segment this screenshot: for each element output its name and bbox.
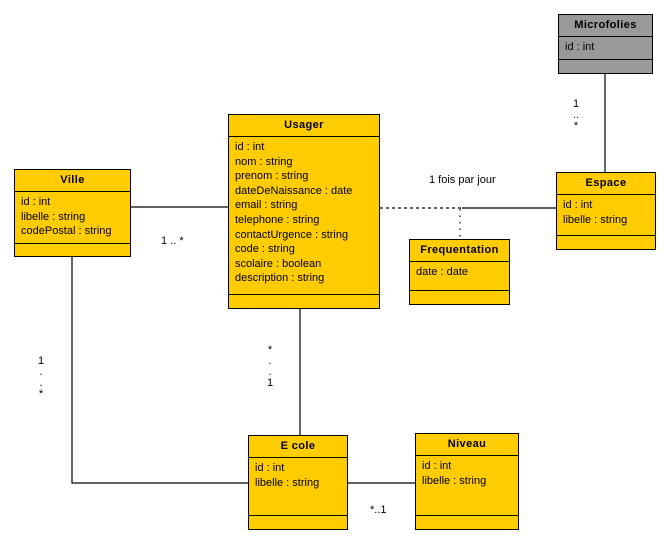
attribute-row: libelle : string <box>21 210 86 223</box>
attribute-row: libelle : string <box>255 476 320 489</box>
attribute-row: codePostal : string <box>21 225 112 238</box>
class-niveau-name: Niveau <box>416 434 518 456</box>
class-ecole[interactable]: E cole id : int libelle : string <box>248 435 348 530</box>
class-microfolies[interactable]: Microfolies id : int <box>558 14 653 74</box>
class-ecole-name: E cole <box>249 436 347 458</box>
class-niveau[interactable]: Niveau id : int libelle : string <box>415 433 519 530</box>
class-ecole-attributes: id : int libelle : string <box>249 458 347 516</box>
multiplicity-ecole-niveau: *..1 <box>370 504 387 516</box>
attribute-row: id : int <box>235 141 265 153</box>
class-frequentation[interactable]: Frequentation date : date <box>409 239 510 305</box>
attribute-row: id : int <box>563 199 593 211</box>
class-espace-operations <box>557 236 655 249</box>
class-usager[interactable]: Usager id : int nom : string prenom : st… <box>228 114 380 309</box>
attribute-row: date : date <box>416 266 468 278</box>
class-microfolies-name: Microfolies <box>559 15 652 37</box>
attribute-row: dateDeNaissance : date <box>235 184 353 197</box>
class-ville[interactable]: Ville id : int libelle : string codePost… <box>14 169 131 257</box>
multiplicity-usager-ecole: * . . 1 <box>266 344 274 389</box>
edge-ville-ecole <box>71 257 248 484</box>
multiplicity-ville-ecole: 1 . . * <box>37 355 45 400</box>
class-microfolies-attributes: id : int <box>559 37 652 60</box>
class-usager-operations <box>229 295 379 308</box>
class-niveau-operations <box>416 516 518 529</box>
class-espace[interactable]: Espace id : int libelle : string <box>556 172 656 250</box>
class-microfolies-operations <box>559 60 652 73</box>
class-ecole-operations <box>249 516 347 529</box>
attribute-row: telephone : string <box>235 213 320 226</box>
attribute-row: id : int <box>565 41 595 53</box>
attribute-row: code : string <box>235 243 295 256</box>
class-ville-attributes: id : int libelle : string codePostal : s… <box>15 192 130 244</box>
attribute-row: nom : string <box>235 155 293 168</box>
attribute-row: id : int <box>255 462 285 474</box>
class-usager-attributes: id : int nom : string prenom : string da… <box>229 137 379 295</box>
class-espace-name: Espace <box>557 173 655 195</box>
attribute-row: libelle : string <box>422 474 487 487</box>
attribute-row: prenom : string <box>235 170 309 183</box>
attribute-row: id : int <box>21 196 51 208</box>
class-niveau-attributes: id : int libelle : string <box>416 456 518 516</box>
class-frequentation-attributes: date : date <box>410 262 509 291</box>
attribute-row: contactUrgence : string <box>235 228 349 241</box>
multiplicity-microfolies-espace: 1 .. * <box>572 98 580 132</box>
class-ville-name: Ville <box>15 170 130 192</box>
attribute-row: libelle : string <box>563 213 628 226</box>
attribute-row: id : int <box>422 460 452 472</box>
class-frequentation-name: Frequentation <box>410 240 509 262</box>
class-espace-attributes: id : int libelle : string <box>557 195 655 236</box>
label-usager-espace-note: 1 fois par jour <box>429 174 496 186</box>
class-ville-operations <box>15 244 130 257</box>
class-frequentation-operations <box>410 291 509 304</box>
multiplicity-ville-usager: 1 .. * <box>161 235 184 247</box>
class-usager-name: Usager <box>229 115 379 137</box>
attribute-row: email : string <box>235 199 298 212</box>
attribute-row: description : string <box>235 272 325 285</box>
attribute-row: scolaire : boolean <box>235 257 322 270</box>
